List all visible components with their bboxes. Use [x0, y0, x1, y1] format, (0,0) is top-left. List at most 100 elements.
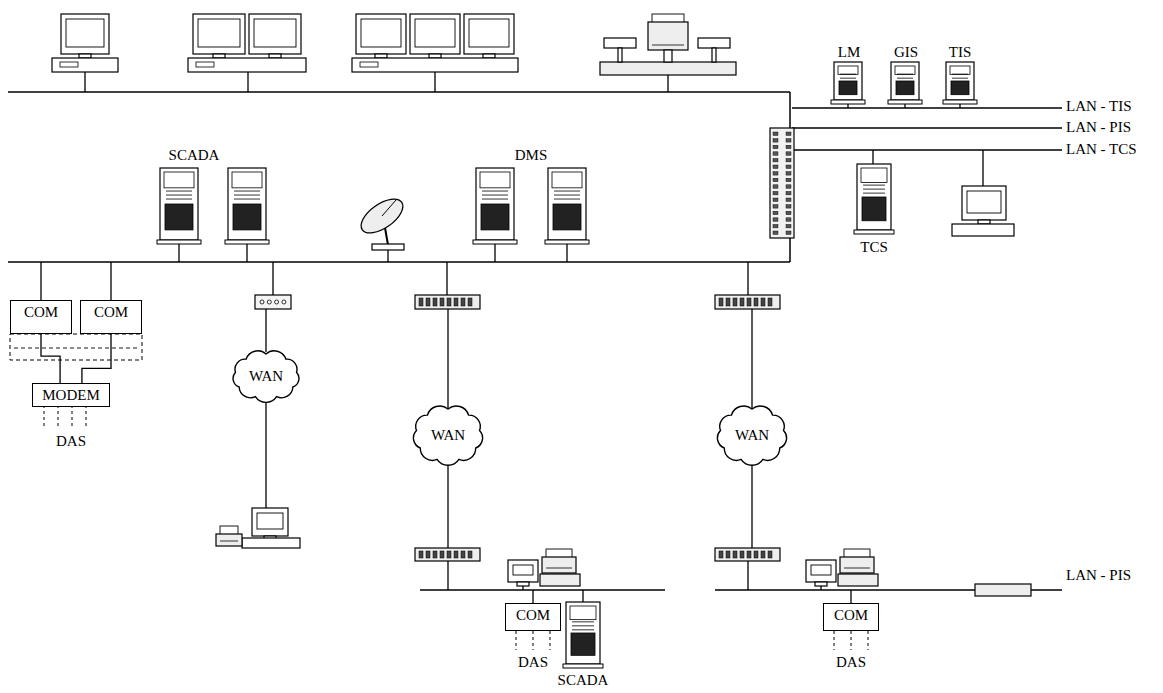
- network-cable: [516, 631, 517, 650]
- connector-line: [82, 334, 111, 383]
- monitor-icon: [249, 14, 301, 54]
- panel-port: [786, 152, 791, 156]
- printer-icon: [216, 534, 242, 546]
- drive-slot: [360, 62, 378, 67]
- network-cable: [851, 631, 852, 650]
- switch-port: [468, 298, 472, 306]
- server-foot: [157, 240, 201, 244]
- panel-port: [773, 211, 778, 215]
- printer-base: [838, 574, 878, 586]
- server-panel: [838, 66, 858, 74]
- monitor-stand: [815, 582, 827, 586]
- monitor-screen: [811, 565, 831, 575]
- cloud-label: WAN: [431, 427, 465, 444]
- cloud-shape: [233, 351, 299, 403]
- panel-port: [786, 145, 791, 149]
- monitor-stand: [517, 582, 529, 586]
- network-cable: [546, 568, 572, 569]
- switch-port: [733, 298, 737, 306]
- switch-port: [719, 551, 723, 558]
- network-cable: [850, 590, 851, 603]
- monitor-screen: [257, 513, 283, 529]
- server-foot: [854, 230, 894, 234]
- network-cable: [751, 309, 752, 408]
- scanner-stand: [712, 48, 716, 62]
- switch-port: [426, 551, 430, 558]
- network-cable: [40, 262, 41, 300]
- box-label: COM: [24, 301, 58, 321]
- network-switch: [715, 295, 780, 309]
- network-cable: [840, 74, 856, 75]
- panel-port: [773, 191, 778, 195]
- panel-port: [786, 205, 791, 209]
- switch-port: [768, 551, 772, 558]
- panel-port: [773, 139, 778, 143]
- lan-label: LAN - TCS: [1066, 141, 1137, 158]
- monitor-icon: [962, 186, 1006, 220]
- network-cable: [234, 191, 260, 192]
- network-cable: [234, 199, 260, 200]
- monitor-screen: [967, 191, 1001, 213]
- network-switch: [415, 295, 480, 309]
- das-label: DAS: [518, 654, 548, 671]
- server-drive-bay: [571, 633, 595, 655]
- panel-port: [773, 145, 778, 149]
- network-switch: [715, 548, 780, 561]
- scanner-stand: [618, 48, 622, 62]
- com-housing: [10, 334, 142, 360]
- patch-panel: [770, 128, 794, 238]
- dish-feed: [382, 200, 396, 216]
- switch-port: [740, 298, 744, 306]
- panel-port: [786, 178, 791, 182]
- network-cable: [652, 45, 684, 46]
- com-box: COM: [823, 603, 879, 631]
- network-cable: [982, 150, 983, 186]
- network-cable: [747, 262, 748, 295]
- workstation-base: [242, 538, 300, 548]
- switch-port: [461, 551, 465, 558]
- server-panel: [950, 66, 970, 74]
- server-tower: [566, 602, 600, 664]
- router-led: [275, 300, 279, 304]
- network-cable: [166, 191, 192, 192]
- panel-port: [786, 218, 791, 222]
- network-cable: [265, 402, 266, 508]
- cloud-shape: [717, 406, 786, 465]
- printer-icon: [648, 22, 688, 50]
- switch-port: [447, 551, 451, 558]
- network-cable: [246, 244, 247, 262]
- network-cable: [747, 561, 748, 590]
- router-led: [267, 300, 271, 304]
- switch-port: [761, 298, 765, 306]
- com-box: COM: [80, 300, 142, 334]
- server-foot: [888, 100, 922, 104]
- panel-port: [773, 172, 778, 176]
- switch-port: [726, 551, 730, 558]
- switch-port: [747, 298, 751, 306]
- network-cable: [447, 561, 448, 590]
- panel-port: [773, 205, 778, 209]
- server-panel: [861, 168, 887, 183]
- network-cable: [482, 199, 508, 200]
- network-cable: [572, 629, 594, 630]
- server-label: GIS: [894, 44, 918, 61]
- switch-port: [740, 551, 744, 558]
- panel-port: [786, 198, 791, 202]
- server-panel: [552, 172, 582, 188]
- network-cable: [904, 104, 905, 108]
- router-led: [282, 300, 286, 304]
- server-panel: [570, 606, 596, 620]
- server-foot: [225, 240, 269, 244]
- monitor-screen: [66, 19, 104, 47]
- lan-label: LAN - TIS: [1066, 98, 1132, 115]
- switch-port: [461, 298, 465, 306]
- network-cable: [550, 631, 551, 650]
- network-cable: [554, 199, 580, 200]
- network-cable: [166, 199, 192, 200]
- printer-base: [540, 574, 580, 586]
- switch-port: [440, 298, 444, 306]
- network-cable: [110, 262, 111, 300]
- server-label: DMS: [515, 147, 548, 164]
